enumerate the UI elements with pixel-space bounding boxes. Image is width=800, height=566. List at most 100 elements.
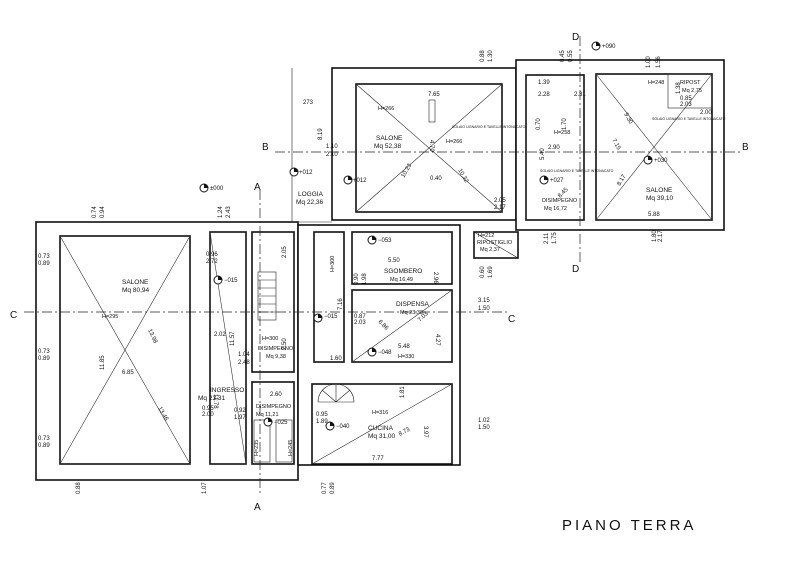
- level-000: ±000: [210, 186, 224, 192]
- dim: 8.73: [398, 426, 412, 437]
- ingresso-main-area: Mq 23,31: [198, 395, 225, 402]
- ingresso-main-name: INGRESSO: [210, 387, 244, 394]
- height-266a: H=266: [378, 106, 394, 112]
- level-053: −053: [378, 238, 392, 244]
- dim: 2.72: [206, 259, 218, 265]
- loggia-name: LOGGIA: [298, 191, 324, 198]
- dim: 2.03: [354, 320, 366, 326]
- dim: 0.73: [38, 254, 50, 260]
- section-d-bottom: D: [572, 264, 579, 275]
- dim: 4.70: [428, 140, 434, 152]
- dim: 0.77: [322, 482, 328, 494]
- dim: 0.87: [354, 314, 366, 320]
- level-marker: +027: [539, 175, 564, 185]
- dim: 0.89: [330, 482, 336, 494]
- section-c-left: C: [10, 310, 17, 321]
- level-012a: +012: [299, 170, 313, 176]
- dim: 2.50: [282, 338, 288, 350]
- dim: 2.28: [538, 92, 550, 98]
- disimpegno-small-area: Mq 11,21: [256, 412, 279, 418]
- disimpegno-mid-name: DISIMPEGNO: [258, 346, 294, 352]
- dim: 11.57: [230, 331, 236, 346]
- height-300a: H=300: [262, 336, 278, 342]
- level-040: −040: [336, 424, 350, 430]
- dim: 1.39: [538, 80, 550, 86]
- dim: 0.70: [536, 118, 542, 130]
- level-015b: −015: [324, 314, 338, 320]
- dim: 5.48: [398, 344, 410, 350]
- dim: 7.77: [372, 456, 384, 462]
- dim: 273: [303, 100, 314, 106]
- level-marker: −048: [367, 347, 392, 357]
- dim: 0.73: [38, 436, 50, 442]
- dim: 3.97: [422, 426, 428, 438]
- level-marker: −053: [367, 235, 392, 245]
- dimensions: 273 8.19 1.10 2.10 7.65 4.70 10.23 10.32…: [38, 50, 712, 494]
- level-027: +027: [550, 178, 564, 184]
- dim: 7.15: [610, 138, 621, 152]
- height-245: H=245: [288, 440, 294, 456]
- dim: 1.38: [676, 82, 682, 94]
- dim: 2.43: [226, 206, 232, 218]
- section-b-right: B: [742, 142, 749, 153]
- disimpegno-right-area: Mq 16,72: [544, 206, 567, 212]
- notes: SOLAIO LIGNARIO E TAVELLE INTONACATO SOL…: [452, 117, 726, 173]
- ripost-name: RIPOST: [680, 80, 701, 86]
- dim: 1.50: [478, 306, 490, 312]
- level-marker: +012: [343, 175, 367, 185]
- dim: 2.96: [432, 272, 438, 284]
- dim: 0.40: [430, 176, 442, 182]
- height-258: H=258: [554, 130, 570, 136]
- section-lines: [24, 36, 740, 496]
- ripost-area: Mq 2,75: [682, 88, 702, 94]
- dim: 3.15: [478, 298, 490, 304]
- dim: 0.89: [38, 356, 50, 362]
- dim: 2.11: [544, 232, 550, 244]
- sgombero-name: SGOMBERO: [384, 268, 422, 275]
- dim: 2.17: [658, 230, 664, 242]
- dim: 7.65: [428, 92, 440, 98]
- disimpegno-right-name: DISIMPEGNO: [542, 198, 578, 204]
- dim: 5.50: [388, 258, 400, 264]
- dim: 1.60: [330, 356, 342, 362]
- level-025: −025: [274, 420, 288, 426]
- height-295: H=295: [102, 314, 118, 320]
- room-labels: SALONE Mq 80,94 INGRESSO Mq 23,31 DISIMP…: [122, 80, 702, 440]
- dim: 2.31: [574, 92, 586, 98]
- dim: 4.27: [434, 334, 440, 346]
- dim: 1.04: [238, 352, 250, 358]
- dim: 1.50: [478, 425, 490, 431]
- dim: 0.94: [100, 206, 106, 218]
- dim: 0.95: [316, 412, 328, 418]
- dim: 1.75: [552, 232, 558, 244]
- dim: 7.16: [338, 298, 344, 310]
- dim: 0.55: [568, 50, 574, 62]
- salone-left-name: SALONE: [122, 279, 149, 286]
- loggia-outline: [291, 68, 332, 223]
- level-marker: −015: [313, 313, 338, 323]
- level-048: −048: [378, 350, 392, 356]
- dim: 0.92: [234, 408, 246, 414]
- dim: 2.05: [282, 246, 288, 258]
- level-marker: ±000: [199, 183, 224, 193]
- dim: 2.05: [494, 198, 506, 204]
- dim: 2.48: [238, 360, 250, 366]
- room-ingresso-mid: [313, 231, 345, 363]
- loggia-area: Mq 22,36: [296, 199, 323, 206]
- cucina-name: CUCINA: [368, 425, 394, 432]
- section-b-left: B: [262, 142, 269, 153]
- disimpegno-mid-area: Mq 9,38: [266, 354, 286, 360]
- room-disimpegno-mid: [251, 231, 295, 373]
- sgombero-area: Mq 16,49: [390, 277, 413, 283]
- walls: [35, 59, 725, 481]
- dim: 1.56: [656, 56, 662, 68]
- dim: 2.17: [494, 205, 506, 211]
- dim: 0.74: [92, 206, 98, 218]
- dim: 2.10: [326, 152, 338, 158]
- dim: 0.88: [76, 482, 82, 494]
- dim: 1.24: [218, 206, 224, 218]
- dim: 1.10: [326, 144, 338, 150]
- dim: 2.90: [548, 145, 560, 151]
- level-marker: −040: [325, 421, 350, 431]
- dim: 2.03: [680, 102, 692, 108]
